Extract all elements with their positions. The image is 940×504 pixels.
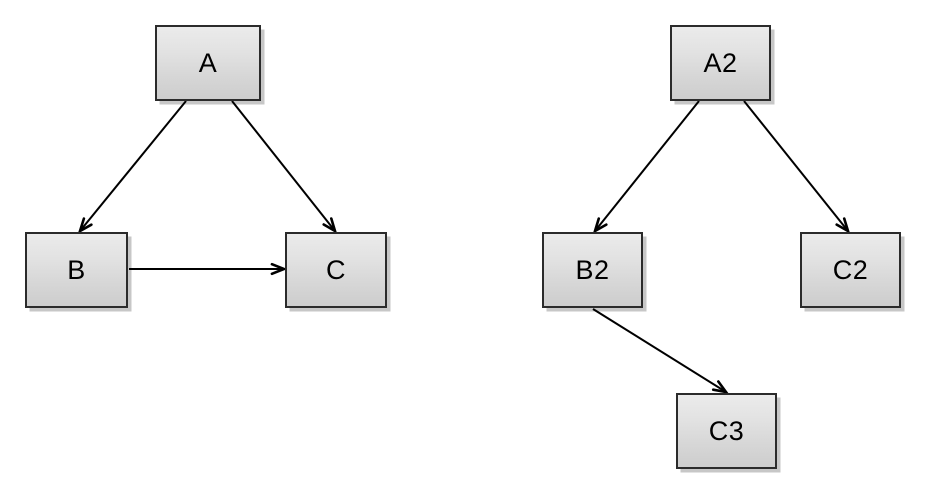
edge-A2-C2[interactable] — [743, 100, 849, 232]
node-a2[interactable]: A2 — [670, 25, 771, 101]
edge-arrowhead-A-B — [77, 217, 93, 234]
node-c2[interactable]: C2 — [800, 232, 901, 308]
edge-B2-C3[interactable] — [592, 308, 727, 393]
edge-A-B[interactable] — [79, 100, 187, 232]
node-label-a2: A2 — [703, 47, 738, 78]
edge-A-C[interactable] — [231, 100, 336, 232]
node-label-c: C — [326, 254, 346, 285]
edge-arrowhead-B2-C3 — [711, 380, 729, 394]
node-a[interactable]: A — [155, 25, 261, 101]
edge-arrowhead-A2-C2 — [835, 217, 851, 234]
node-b2[interactable]: B2 — [542, 232, 643, 308]
node-label-a: A — [198, 47, 218, 78]
node-label-b: B — [67, 254, 86, 285]
node-label-b2: B2 — [575, 254, 610, 285]
node-label-c2: C2 — [832, 254, 869, 285]
edge-arrowhead-A2-B2 — [592, 217, 608, 234]
node-c3[interactable]: C3 — [676, 393, 777, 469]
edge-arrowhead-A-C — [322, 217, 338, 234]
node-b[interactable]: B — [25, 232, 128, 308]
node-label-c3: C3 — [708, 415, 745, 446]
edge-arrowhead-B-C — [270, 262, 288, 276]
node-c[interactable]: C — [285, 232, 387, 308]
edge-A2-B2[interactable] — [594, 100, 700, 232]
